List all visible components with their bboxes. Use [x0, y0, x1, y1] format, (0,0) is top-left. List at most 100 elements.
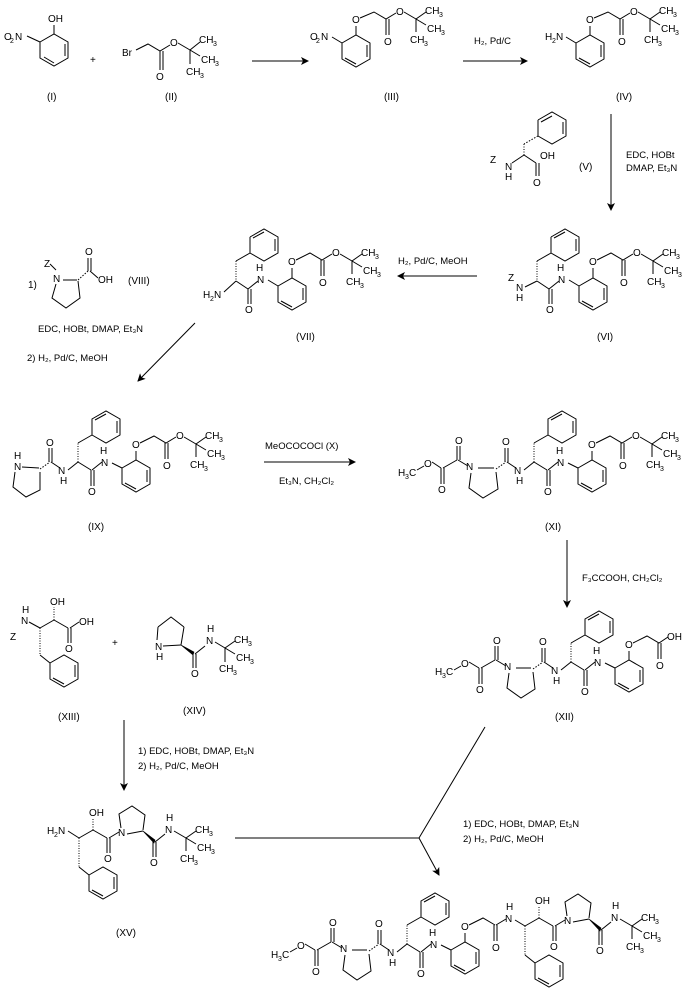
- atom-label: CH: [647, 277, 661, 288]
- atom-label: 1): [28, 280, 37, 291]
- bond: [51, 280, 81, 309]
- atom-label: 3: [375, 254, 379, 261]
- atom-label: N: [53, 274, 60, 285]
- atom-label: H: [516, 293, 523, 304]
- reaction-arrow: [137, 322, 196, 382]
- atom-label: O: [329, 918, 337, 929]
- bond: [139, 435, 177, 444]
- atom-label: O: [4, 32, 12, 43]
- bond: [341, 34, 371, 68]
- atom-label: N: [155, 642, 162, 653]
- bond: [548, 280, 560, 290]
- compound-label-IX: (IX): [88, 522, 104, 533]
- atom-label: H: [22, 605, 29, 616]
- atom-label: 3: [661, 283, 665, 290]
- bond: [536, 280, 550, 290]
- atom-label: O: [46, 438, 54, 449]
- bond: [43, 56, 55, 64]
- condition-text: EDC, HOBt: [626, 150, 675, 161]
- bond: [554, 919, 566, 927]
- bond: [280, 300, 293, 308]
- compound-label-IV: (IV): [616, 92, 632, 103]
- condition-text: Et₃N, CH₂Cl₂: [279, 476, 334, 487]
- atom-label: H: [506, 902, 513, 913]
- atom-label: CH: [199, 35, 213, 46]
- atom-label: H: [203, 290, 210, 301]
- bond: [453, 665, 462, 671]
- bond: [67, 461, 79, 471]
- bond: [21, 466, 40, 469]
- bond: [77, 434, 93, 444]
- bond: [524, 954, 536, 964]
- atom-label: N: [58, 826, 65, 837]
- atom-label: CH: [363, 266, 377, 277]
- atom-label: 3: [640, 948, 644, 955]
- atom-label: O: [288, 257, 296, 268]
- bond: [534, 954, 564, 988]
- bond: [415, 18, 427, 26]
- atom-label: N: [504, 662, 511, 673]
- atom-label: H: [556, 446, 563, 457]
- atom-label: 3: [442, 673, 446, 680]
- bond: [584, 610, 614, 644]
- atom-label: N: [594, 658, 601, 669]
- bond: [600, 921, 612, 931]
- bond: [49, 654, 79, 688]
- atom-label: N: [101, 458, 108, 469]
- atom-label: N: [556, 32, 563, 43]
- bond: [652, 260, 664, 268]
- atom-label: 2: [10, 38, 14, 45]
- atom-label: O: [539, 637, 547, 648]
- bond: [453, 964, 466, 972]
- atom-label: 3: [219, 437, 223, 444]
- bond: [124, 482, 137, 490]
- atom-label: 3: [673, 12, 677, 19]
- bond: [121, 459, 151, 493]
- atom-label: N: [14, 462, 21, 473]
- bond: [339, 253, 353, 262]
- atom-label: CH: [626, 942, 640, 953]
- bond: [247, 280, 259, 290]
- bond: [550, 413, 563, 421]
- atom-label: 3: [658, 41, 662, 48]
- atom-label: CH: [186, 67, 200, 78]
- atom-label: O: [586, 15, 594, 26]
- condition-text: DMAP, Et₃N: [626, 163, 677, 174]
- atom-label: 3: [657, 937, 661, 944]
- bond: [567, 462, 579, 469]
- bond: [596, 252, 634, 261]
- bond: [331, 36, 343, 44]
- bond: [564, 893, 592, 919]
- bond: [342, 953, 372, 981]
- atom-label: Br: [122, 48, 133, 59]
- bond: [126, 830, 144, 835]
- atom-label: 3: [200, 73, 204, 80]
- bond: [118, 805, 146, 831]
- bond: [173, 830, 187, 839]
- atom-label: O: [620, 278, 628, 289]
- bond: [157, 616, 185, 628]
- bond: [77, 461, 92, 471]
- atom-label: H: [60, 476, 67, 487]
- atom-label: Z: [490, 155, 496, 166]
- bond: [416, 465, 425, 471]
- condition-text: F₃CCOOH, CH₂Cl₂: [582, 573, 663, 584]
- atom-label: N: [466, 462, 473, 473]
- bond: [593, 11, 631, 20]
- bond: [418, 837, 440, 876]
- atom-label: OH: [535, 896, 550, 907]
- atom-label: 3: [405, 474, 409, 481]
- atom-label: O: [417, 969, 425, 980]
- atom-label: 3: [221, 455, 225, 462]
- bond: [468, 661, 480, 669]
- bond: [252, 231, 265, 239]
- atom-label: O: [176, 431, 184, 442]
- atom-label: CH: [361, 248, 375, 259]
- bond: [523, 135, 539, 145]
- bond: [224, 640, 236, 649]
- atom-label: O: [544, 487, 552, 498]
- bond: [537, 977, 550, 985]
- atom-label: O: [476, 685, 484, 696]
